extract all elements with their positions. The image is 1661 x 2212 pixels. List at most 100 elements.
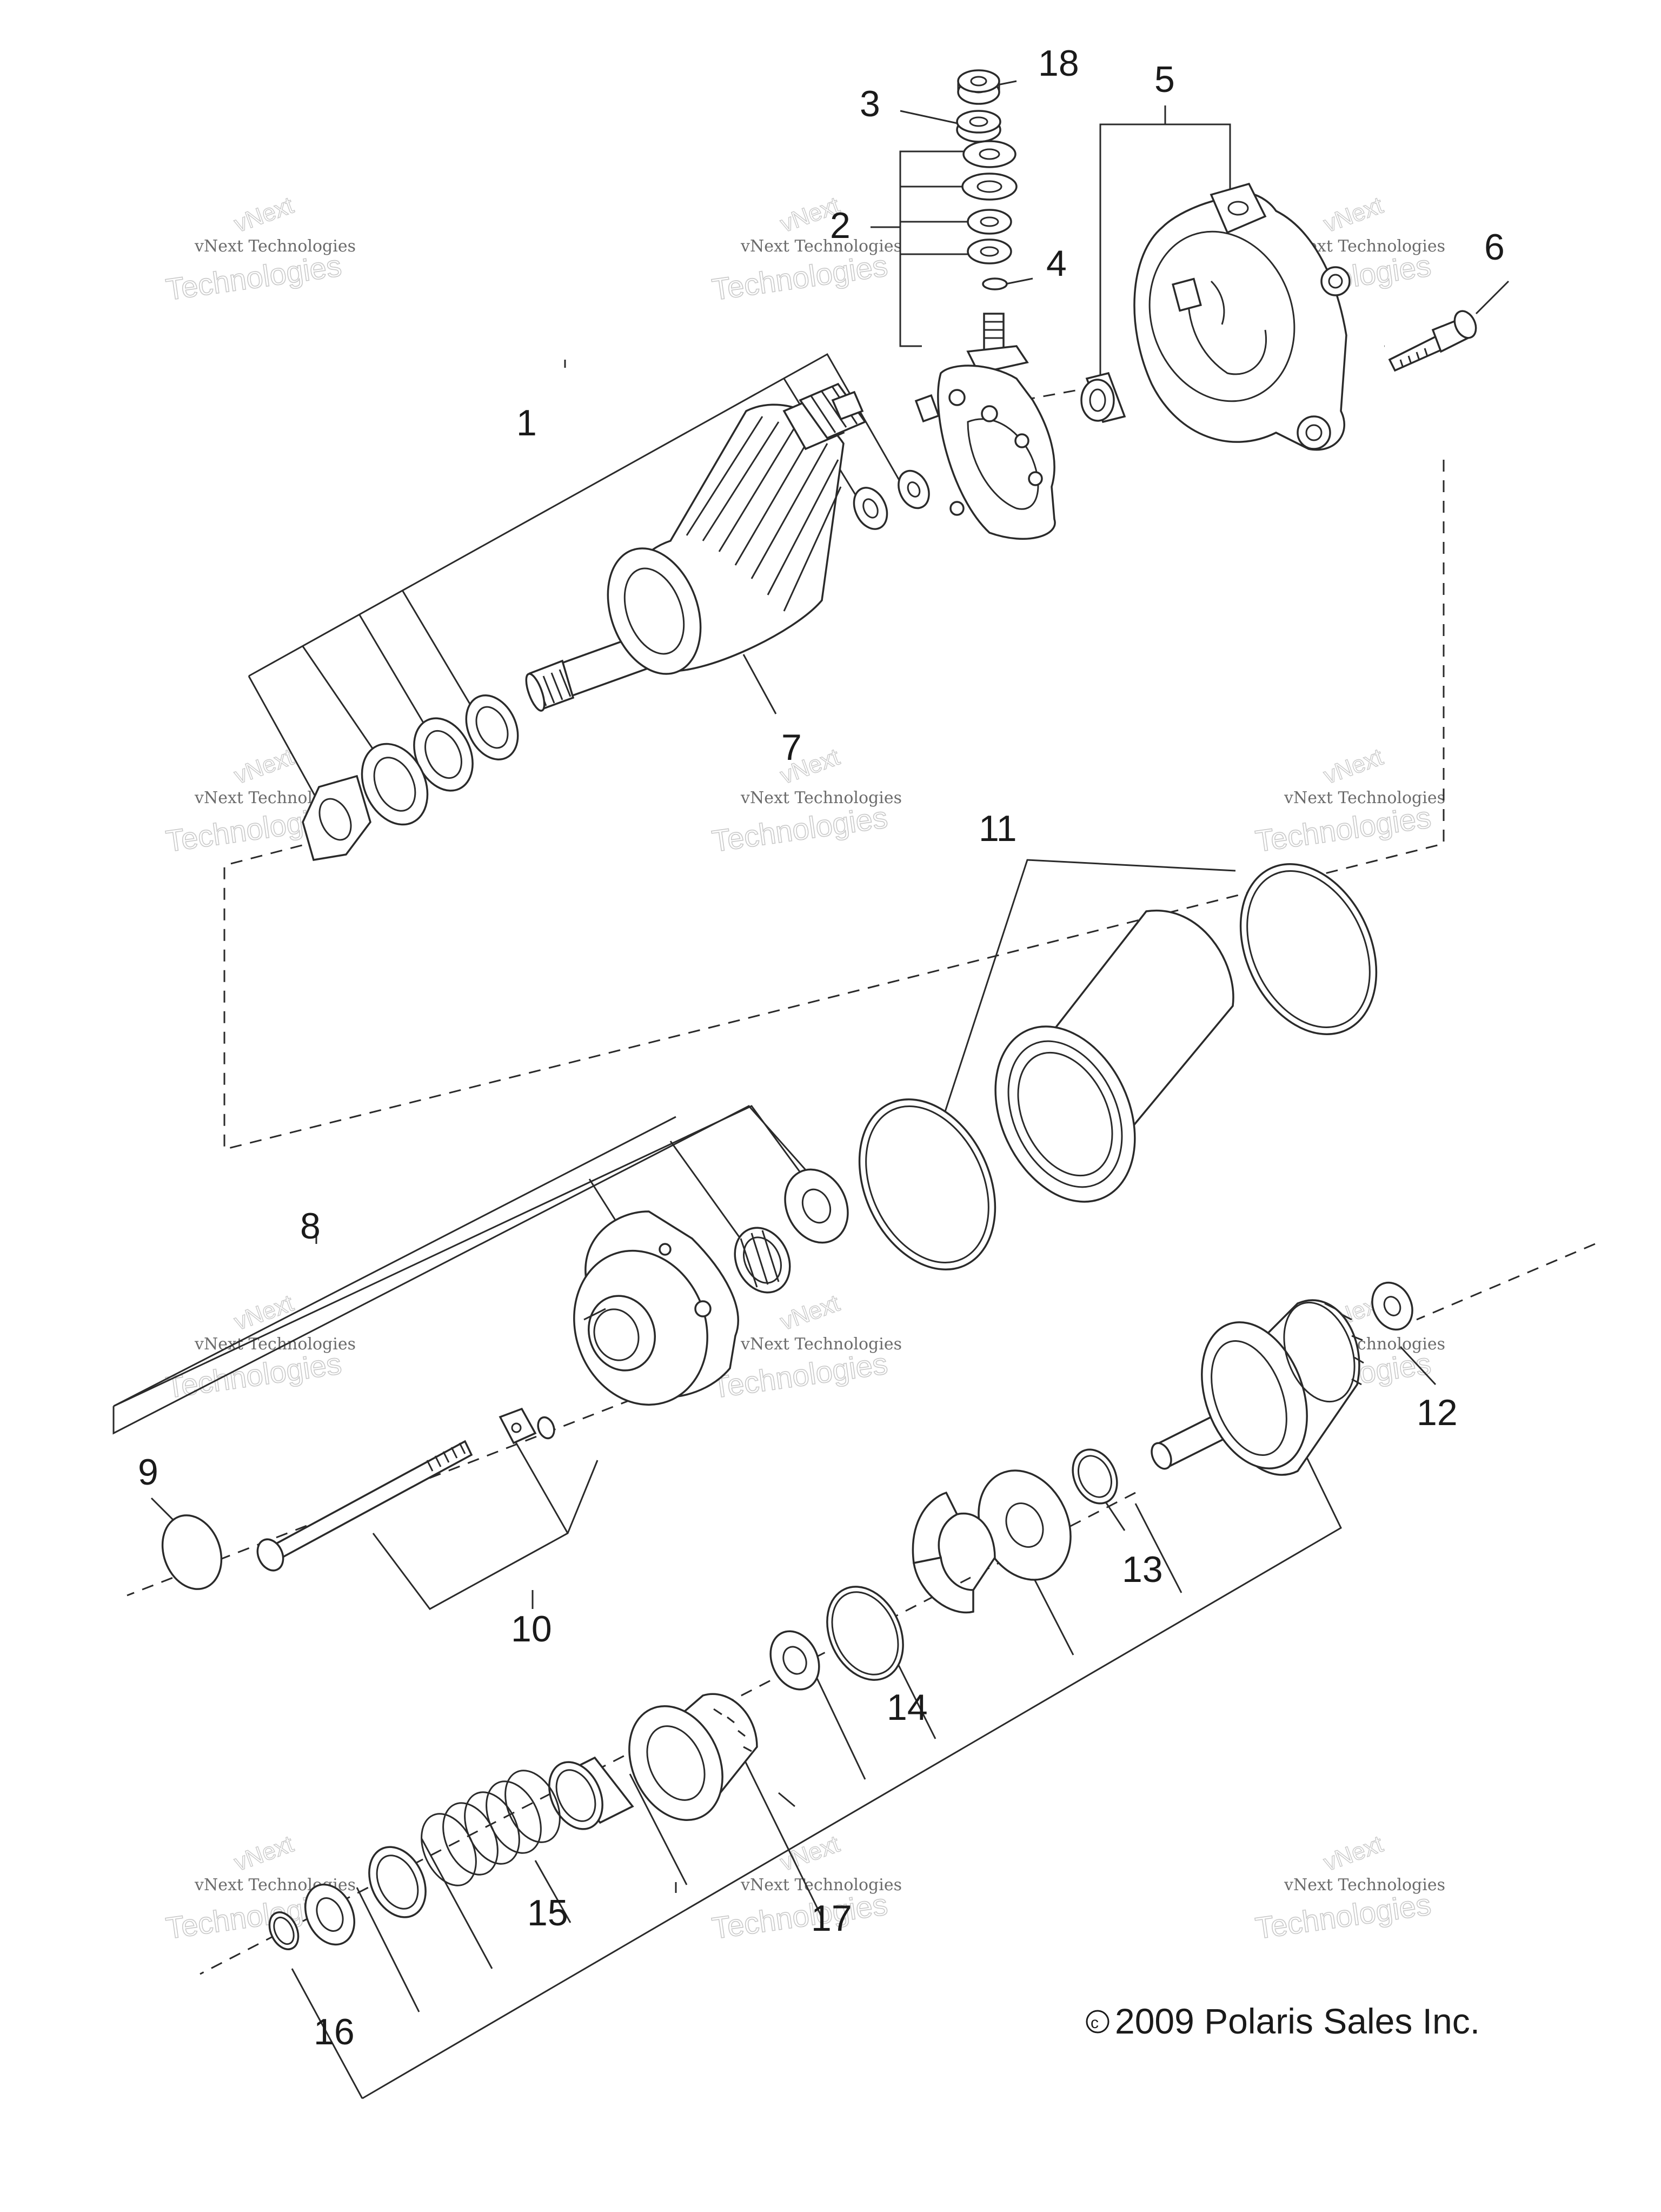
bracket-lower-tick <box>778 1792 795 1807</box>
callout-17: 17 <box>811 1898 852 1939</box>
callout-14: 14 <box>887 1687 928 1728</box>
watermark: vNext vNext Technologies Technologies <box>163 1289 356 1405</box>
leader-4 <box>1005 277 1033 285</box>
callout-3: 3 <box>860 83 880 124</box>
part-armature-7 <box>525 382 867 712</box>
callout-6: 6 <box>1484 227 1505 268</box>
bracket-8-arm <box>113 1105 812 1407</box>
callout-15: 15 <box>527 1892 568 1933</box>
callout-labels: 18 3 2 4 5 6 1 7 11 8 9 10 12 13 14 15 1… <box>138 43 1505 2052</box>
callout-2: 2 <box>830 205 851 246</box>
bracket-lower-tick <box>1134 1503 1182 1593</box>
part-bolt-6 <box>1388 310 1477 372</box>
bracket-lower-tick <box>356 1887 420 2012</box>
part-armature-washers-bottom <box>302 694 519 861</box>
part-cap-9 <box>161 1514 223 1590</box>
bracket-8-top <box>113 1116 676 1407</box>
leader-7 <box>742 654 777 714</box>
bracket-main-lower <box>362 1438 1342 2100</box>
watermark-overlay: vNext <box>777 1290 843 1336</box>
callout-9: 9 <box>138 1452 158 1493</box>
watermark-line1: vNext Technologies <box>740 789 902 807</box>
watermark-line2: Technologies <box>710 800 889 858</box>
watermark-line2: Technologies <box>164 248 343 307</box>
callout-7: 7 <box>781 727 802 768</box>
bracket-1-tick <box>402 591 477 714</box>
assembly-dashed-frame <box>223 460 1445 1150</box>
copyright: c 2009 Polaris Sales Inc. <box>1086 2001 1480 2041</box>
watermark-overlay: vNext <box>231 192 297 238</box>
drive-axis-line-upper <box>1416 1243 1596 1321</box>
copyright-text: 2009 Polaris Sales Inc. <box>1115 2001 1480 2041</box>
callout-8: 8 <box>300 1206 321 1247</box>
leader-12 <box>1399 1346 1437 1386</box>
watermark-line1: vNext Technologies <box>740 1876 902 1895</box>
watermark: vNext vNext Technologies Technologies <box>709 191 902 307</box>
part-ring-14 <box>826 1586 904 1681</box>
watermark-line1: vNext Technologies <box>194 237 356 256</box>
watermark-overlay: vNext <box>231 744 297 790</box>
watermark: vNext vNext Technologies Technologies <box>1253 743 1445 859</box>
callout-12: 12 <box>1417 1392 1458 1433</box>
bracket-8-tick <box>669 1141 747 1247</box>
part-nut-18 <box>957 69 1000 105</box>
watermark: vNext vNext Technologies Technologies <box>709 1289 902 1405</box>
callout-13: 13 <box>1122 1549 1163 1590</box>
callout-1: 1 <box>516 402 537 443</box>
bracket-1-tick <box>358 614 434 739</box>
bracket-2 <box>899 150 979 347</box>
watermark-line1: vNext Technologies <box>1284 1876 1445 1895</box>
watermark-line2: Technologies <box>164 1346 343 1405</box>
copyright-c: c <box>1091 2014 1099 2032</box>
part-snap-ring-13 <box>1072 1448 1118 1505</box>
watermark-line2: Technologies <box>710 1346 889 1405</box>
watermark-line1: vNext Technologies <box>740 1335 902 1354</box>
bracket-lower-tick <box>629 1773 688 1885</box>
watermark-line2: Technologies <box>710 1887 889 1945</box>
bracket-lower-tick <box>891 1652 936 1739</box>
part-washer-14 <box>769 1630 820 1691</box>
leader-lines <box>112 80 1510 2100</box>
part-front-bracket-8 <box>573 1168 849 1406</box>
bracket-lower-tick <box>421 1838 493 1969</box>
watermark: vNext vNext Technologies Technologies <box>1253 1830 1445 1946</box>
bracket-10-tick <box>513 1438 569 1534</box>
callout-5: 5 <box>1154 59 1175 100</box>
bracket-1-tick <box>248 675 320 804</box>
leader-15 <box>534 1860 572 1923</box>
callout-10: 10 <box>511 1608 552 1650</box>
part-armature-washers-top <box>853 469 930 530</box>
watermark-overlay: vNext <box>1320 744 1386 790</box>
part-snap-ring-16 <box>268 1911 300 1950</box>
part-washers-2 <box>961 140 1018 264</box>
watermark: vNext vNext Technologies Technologies <box>709 1830 902 1946</box>
callout-11: 11 <box>979 808 1017 849</box>
bracket-lower-tick <box>810 1665 866 1780</box>
part-through-bolt-10 <box>256 1407 555 1572</box>
part-washer-12 <box>1371 1281 1413 1331</box>
bracket-10 <box>372 1460 599 1610</box>
part-spring-15 <box>421 1770 561 1886</box>
watermark-line2: Technologies <box>1253 1887 1433 1945</box>
part-pinion-gear-17 <box>628 1693 758 1822</box>
watermark-overlay: vNext <box>231 1831 297 1877</box>
watermark-line1: vNext Technologies <box>740 237 902 256</box>
part-pinion-shaft <box>1151 1299 1364 1476</box>
watermark-overlay: vNext <box>1320 192 1386 238</box>
watermark: vNext vNext Technologies Technologies <box>163 191 356 307</box>
part-clutch-stopper <box>912 1491 996 1614</box>
part-stop-collar <box>304 1883 356 1946</box>
leader-16 <box>291 1968 363 2099</box>
copyright-circle <box>1086 2010 1109 2034</box>
part-collar <box>368 1846 427 1918</box>
watermark-line2: Technologies <box>710 248 889 307</box>
bracket-11 <box>937 859 1236 1134</box>
callout-4: 4 <box>1046 243 1067 284</box>
callout-18: 18 <box>1038 43 1079 84</box>
watermark-line2: Technologies <box>1253 800 1433 858</box>
bracket-1-tick <box>302 646 380 758</box>
bracket-1 <box>248 353 915 677</box>
callout-16: 16 <box>314 2011 355 2052</box>
leader-17 <box>740 1752 823 1918</box>
